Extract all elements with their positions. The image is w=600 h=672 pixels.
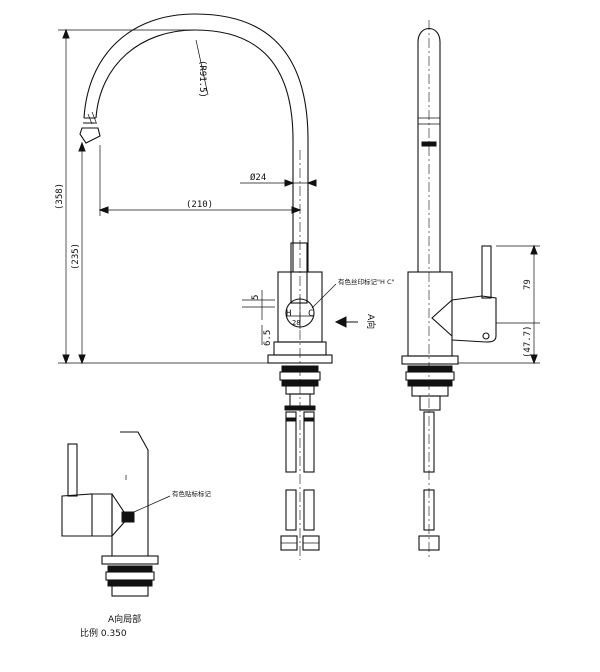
- spout-outer: [95, 29, 294, 272]
- side-handle: [481, 245, 492, 299]
- lever-handle: [290, 242, 308, 304]
- side-body: [407, 271, 453, 357]
- color-label-mark: [121, 511, 135, 523]
- side-hose: [423, 411, 435, 473]
- spout-inner: [83, 13, 309, 272]
- side-dim-47-7: (47.7): [523, 325, 533, 358]
- color-mark-note: 有色贴标标记: [172, 489, 212, 498]
- spout-reach-dim: (210): [186, 200, 213, 210]
- partial-body: [111, 431, 149, 557]
- dim-6-5: 6.5: [263, 330, 273, 346]
- spout-tip: [79, 117, 101, 144]
- nut-top: [281, 365, 319, 373]
- overall-height-dim: (358): [55, 183, 65, 210]
- h-mark: H: [286, 309, 291, 319]
- body-diameter-dim: Ø24: [250, 172, 266, 183]
- body-width-dim: 28: [292, 319, 300, 327]
- side-handle-recess: [431, 299, 453, 337]
- side-view: 79 (47.7): [401, 20, 540, 560]
- supply-hoses: [280, 411, 320, 551]
- scale-label: 比例 0.350: [80, 627, 127, 639]
- view-a-arrow: [334, 316, 347, 328]
- front-view: H C A向 有色丝印标记"H C": [79, 13, 394, 560]
- hc-marking-note: 有色丝印标记"H C": [338, 277, 394, 286]
- spout-radius-dim: (R91.5): [197, 60, 207, 98]
- view-a-label: A向: [365, 314, 377, 329]
- front-dimensions: (358) (235) (210) (R91.5) Ø24 5 6.5 28: [55, 28, 317, 365]
- c-mark: C: [308, 309, 313, 319]
- partial-handle: [67, 443, 78, 497]
- lower-height-dim: (235): [71, 243, 81, 270]
- dim-5: 5: [251, 295, 261, 300]
- view-title: A向局部: [108, 613, 141, 625]
- side-dim-79: 79: [523, 279, 533, 290]
- a-partial-view: 有色贴标标记 A向局部 比例 0.350: [61, 431, 212, 639]
